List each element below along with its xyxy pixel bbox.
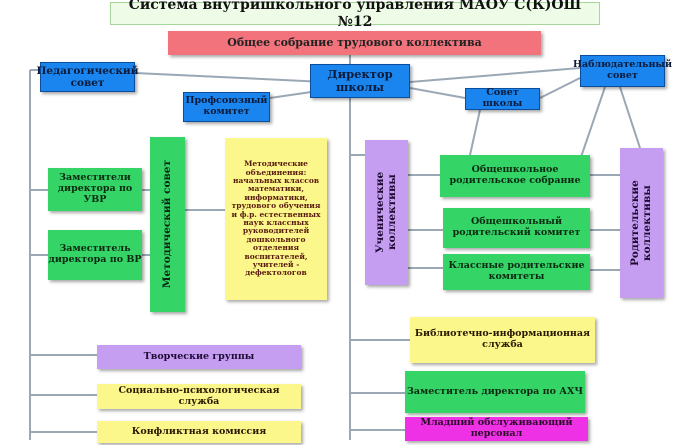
node-parent-meeting: Общешкольное родительское собрание (440, 155, 590, 197)
node-deputy-vr: Заместитель директора по ВР (48, 230, 142, 280)
node-class-committees: Классные родительские комитеты (443, 254, 590, 290)
node-social-psych: Социально-психологическая служба (97, 384, 301, 409)
node-parent-collectives: Родительские коллективы (620, 148, 663, 298)
node-junior-staff: Младший обслуживающий персонал (405, 417, 588, 441)
node-observers: Наблюдательный совет (573, 55, 672, 87)
connector-observers-green1 (579, 86, 606, 161)
node-conflict: Конфликтная комиссия (97, 421, 301, 443)
node-deputy-ahch: Заместитель директора по АХЧ (405, 371, 585, 413)
connector-director-schoolcouncil (409, 87, 466, 99)
node-ped-council: Педагогический совет (37, 62, 139, 92)
connector-director-observers (409, 67, 581, 83)
node-general-meeting: Общее собрание трудового коллектива (168, 31, 541, 55)
node-creative-groups: Творческие группы (97, 345, 301, 369)
method-council-label: Методический совет (161, 160, 174, 289)
diagram-title: Система внутришкольного управления МАОУ … (110, 0, 600, 30)
student-collectives-label: Ученические коллективы (374, 171, 399, 254)
node-school-council: Совет школы (465, 87, 540, 110)
node-student-collectives: Ученические коллективы (365, 140, 408, 285)
connector-schoolcouncil-meeting (469, 109, 481, 156)
node-method-assoc: Методические объединения: начальных клас… (225, 138, 327, 300)
node-trade-union: Профсоюзный комитет (183, 92, 270, 122)
node-deputy-uvr: Заместители директора по УВР (48, 168, 142, 211)
node-parent-committee: Общешкольный родительский комитет (443, 208, 590, 248)
parent-collectives-label: Родительские коллективы (629, 180, 654, 266)
node-method-council: Методический совет (150, 137, 185, 312)
method-assoc-label: Методические объединения: начальных клас… (231, 159, 321, 278)
connector-director-pedcouncil (134, 72, 326, 83)
node-director: Директор школы (310, 64, 410, 98)
connector-schoolcouncil-observers (539, 77, 581, 99)
node-library: Библиотечно-информационная служба (410, 317, 595, 363)
connector-observers-parents (619, 86, 641, 149)
